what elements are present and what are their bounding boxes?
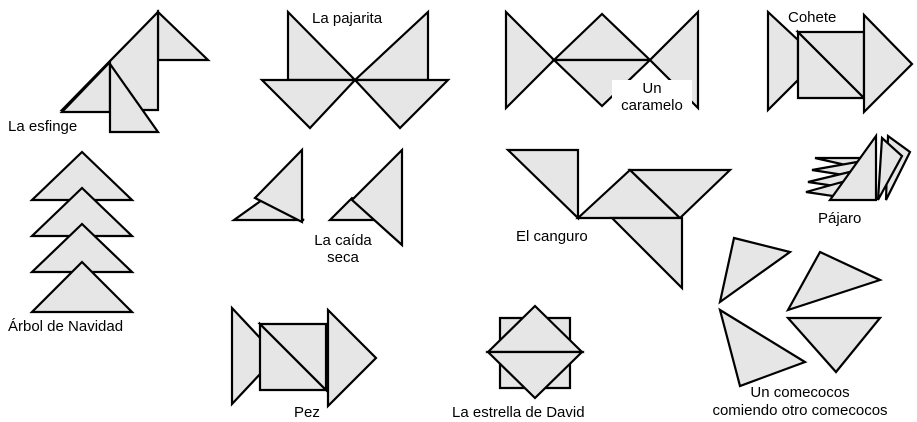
pez-tail (230, 305, 264, 407)
esfinge-triangle-top (156, 9, 211, 62)
caramelo-triangle-center-up (551, 12, 653, 62)
label-arbol: Árbol de Navidad (8, 318, 124, 335)
esfinge-triangle-bottom (108, 60, 161, 134)
label-caida: La caída seca (302, 232, 384, 266)
comecocos-2-upper (785, 250, 883, 312)
figure-comecocos (718, 236, 883, 388)
label-pez: Pez (294, 404, 320, 421)
pez-body-upper (257, 322, 328, 393)
caida-triangle-left-large (253, 147, 304, 224)
figure-caida (230, 147, 404, 248)
figure-pajarita (259, 9, 451, 130)
esfinge-triangle-left (59, 59, 112, 114)
label-canguro: El canguro (514, 228, 590, 245)
cohete-fin (766, 9, 800, 113)
figure-estrella (485, 304, 585, 400)
label-pajaro: Pájaro (818, 210, 862, 227)
comecocos-2-lower (785, 316, 883, 374)
figure-pajaro (805, 132, 912, 202)
figure-esfinge (59, 9, 211, 134)
label-comecocos-line-1: Un comecocos (750, 384, 850, 401)
comecocos-1-lower (718, 307, 808, 388)
label-esfinge: La esfinge (8, 118, 78, 135)
figure-cohete (766, 9, 914, 115)
arbol-triangle-4 (29, 260, 135, 314)
cohete-nose (862, 12, 914, 115)
label-comecocos-line-2: comiendo otro comecocos (712, 402, 888, 419)
figure-canguro (505, 148, 733, 291)
label-cohete: Cohete (786, 9, 839, 26)
label-caramelo: Un caramelo (612, 80, 692, 114)
pajaro-body (827, 132, 878, 202)
canguro-ear (505, 148, 580, 221)
caida-triangle-right-large (350, 147, 404, 248)
figure-arbol (29, 150, 135, 314)
pajarita-triangle-right-down (352, 78, 451, 130)
figure-pez (230, 305, 378, 409)
label-caramelo-line-1: Un (642, 80, 662, 97)
comecocos-1-upper (718, 236, 793, 305)
label-pajarita: La pajarita (310, 10, 385, 27)
label-estrella: La estrella de David (452, 404, 585, 421)
caramelo-triangle-left (504, 9, 556, 111)
estrella-diamond-bottom (485, 350, 585, 400)
label-comecocos: Un comecocos comiendo otro comecocos (686, 384, 914, 420)
label-caida-line-1: La caída (314, 232, 372, 249)
label-caida-line-2: seca (327, 249, 359, 266)
canguro-neck (627, 168, 733, 220)
pajaro-wing-mid (876, 135, 904, 201)
canguro-body (609, 216, 684, 291)
pez-head (326, 307, 378, 409)
pajarita-triangle-left-down (259, 78, 358, 130)
label-caramelo-line-2: caramelo (621, 97, 683, 114)
